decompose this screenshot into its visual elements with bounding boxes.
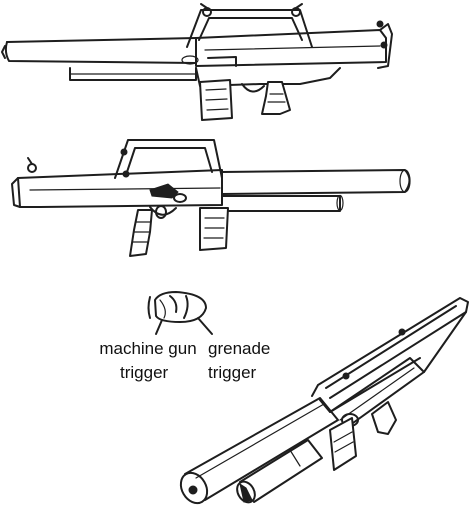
machine-gun-trigger-label: machine gun — [99, 339, 196, 358]
grenade-trigger-pointer — [197, 317, 213, 335]
weapon-perspective-view — [179, 297, 469, 505]
weapon-side-view-left — [1, 3, 393, 121]
machine-gun-trigger-label-line2: trigger — [120, 363, 169, 382]
machine-gun-trigger-pointer — [155, 319, 163, 335]
weapon-side-view-right — [11, 139, 411, 257]
grenade-trigger-label-line2: trigger — [208, 363, 257, 382]
trigger-detail — [147, 291, 213, 335]
grenade-trigger-label: grenade — [208, 339, 270, 358]
